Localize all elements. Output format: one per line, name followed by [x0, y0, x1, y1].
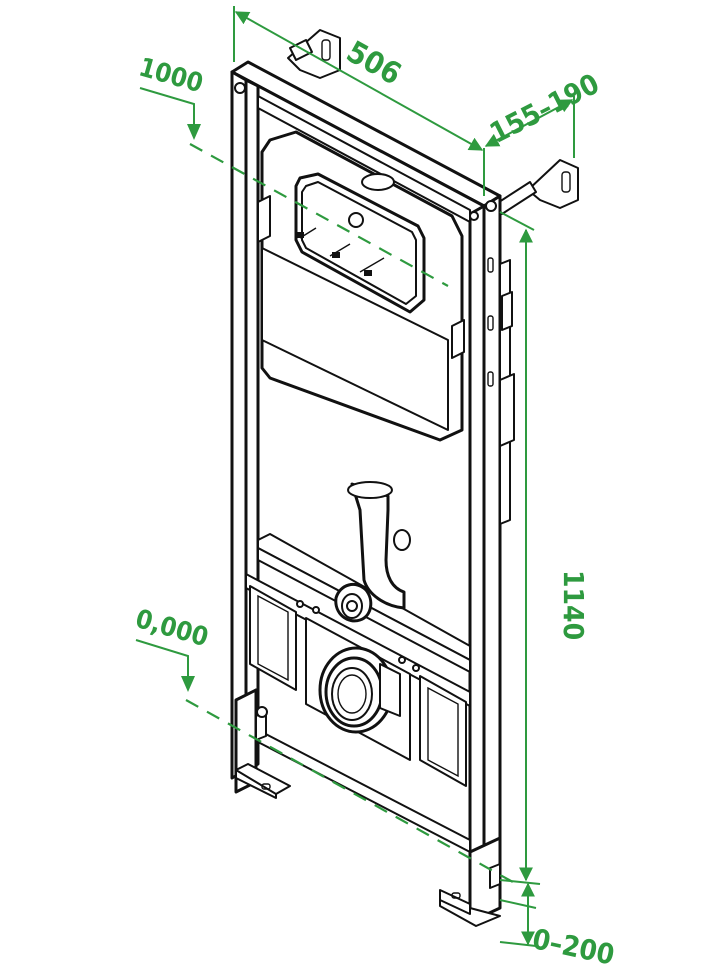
wall-bracket-left	[287, 29, 341, 79]
cistern	[257, 130, 465, 442]
depth-label: 155–190	[485, 67, 605, 150]
drain-pipe	[334, 481, 411, 623]
flush-height-label: 1000	[135, 52, 206, 99]
adjustable-leg-left	[234, 688, 291, 799]
bottom-frame	[245, 573, 471, 853]
height-label: 1140	[557, 570, 590, 640]
adjustable-leg-right	[439, 836, 502, 927]
floor-level-label: 0,000	[132, 604, 211, 653]
height-dimension: 1140	[499, 211, 590, 885]
toilet-connector	[318, 646, 401, 734]
depth-dimension: 155–190	[485, 67, 605, 158]
flush-plate-frame	[294, 172, 426, 314]
leg-adjust-label: 0–200	[530, 922, 618, 970]
wall-bracket-right	[495, 159, 579, 215]
width-label: 506	[341, 35, 407, 93]
leg-adjust-dimension: 0–200	[499, 882, 618, 970]
